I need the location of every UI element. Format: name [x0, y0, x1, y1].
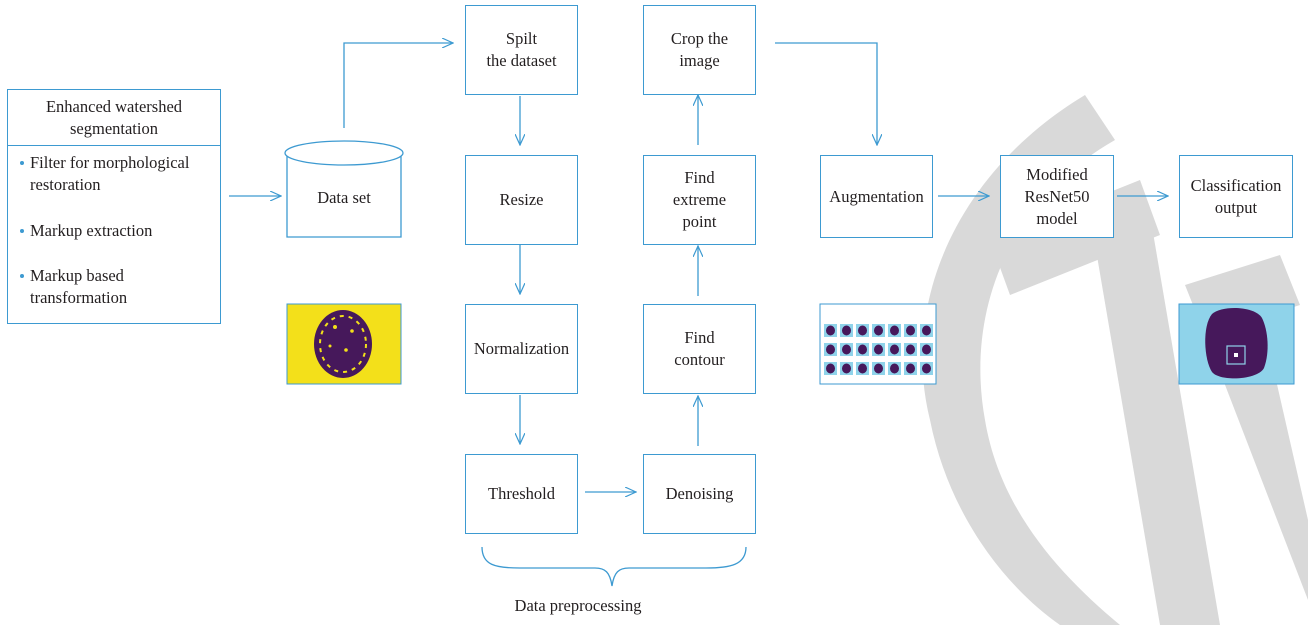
augmented-sample-brain: [858, 344, 867, 355]
augmented-sample-brain: [842, 325, 851, 336]
resize-node: Resize: [465, 155, 578, 245]
augmentation-node: Augmentation: [820, 155, 933, 238]
augmented-sample-brain: [842, 344, 851, 355]
bullet-icon: [20, 229, 24, 233]
segmentation-title-line2: segmentation: [70, 118, 158, 138]
denoising-node: Denoising: [643, 454, 756, 534]
bullet-icon: [20, 161, 24, 165]
data-preprocessing-label: Data preprocessing: [514, 596, 642, 615]
connectors: [229, 43, 1168, 492]
segmentation-step: Filter for morphological restoration: [20, 152, 189, 196]
arrow-crop-to-augmentation: [775, 42, 877, 145]
classification-thumbnail: [1178, 303, 1295, 385]
augmented-sample-brain: [906, 344, 915, 355]
augmented-sample-brain: [826, 325, 835, 336]
threshold-node: Threshold: [465, 454, 578, 534]
segmentation-title: Enhanced watershed segmentation: [8, 90, 220, 146]
augmented-sample-brain: [890, 363, 899, 374]
augmented-sample-brain: [922, 325, 931, 336]
segmentation-thumbnail: [286, 303, 402, 385]
normalization-node: Normalization: [465, 304, 578, 394]
augmented-sample-brain: [922, 344, 931, 355]
segmentation-step: Markup based transformation: [20, 265, 127, 309]
augmented-sample-brain: [874, 363, 883, 374]
segmentation-title-line1: Enhanced watershed: [45, 96, 183, 116]
augmented-sample-brain: [874, 325, 883, 336]
dataset-node: Data set: [288, 168, 400, 228]
preprocessing-brace: [481, 546, 747, 587]
dataset-label: Data set: [317, 188, 371, 207]
augmented-sample-brain: [922, 363, 931, 374]
augmented-sample-brain: [890, 344, 899, 355]
augmented-sample-brain: [906, 325, 915, 336]
dataset-cylinder: [284, 140, 404, 238]
augmented-sample-brain: [858, 363, 867, 374]
segmentation-step: Markup extraction: [20, 220, 152, 242]
bullet-icon: [20, 274, 24, 278]
augmented-sample-brain: [842, 363, 851, 374]
augmented-sample-brain: [890, 325, 899, 336]
arrow-dataset-to-split: [343, 43, 453, 128]
augmented-sample-brain: [906, 363, 915, 374]
augmented-sample-brain: [826, 344, 835, 355]
augmented-sample-brain: [874, 344, 883, 355]
augmented-sample-brain: [858, 325, 867, 336]
segmentation-panel: Enhanced watershed segmentation Filter f…: [7, 89, 221, 324]
augmented-sample-brain: [826, 363, 835, 374]
augmentation-thumbnail: [819, 303, 937, 385]
